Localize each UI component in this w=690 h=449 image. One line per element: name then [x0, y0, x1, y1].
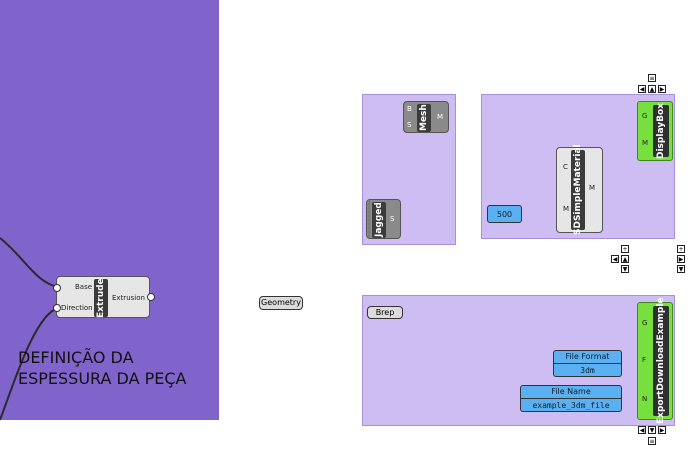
export-right-icon[interactable]: ▶ [658, 426, 666, 434]
extrude-output-extrusion: Extrusion [112, 294, 145, 302]
mesh-input-s: S [407, 121, 412, 129]
group-title-line1: DEFINIÇÃO DA [18, 348, 134, 367]
displaybox-up-icon[interactable]: ▲ [648, 85, 656, 93]
extrude-output-plug[interactable] [147, 293, 155, 301]
displaybox-left-icon[interactable]: ◀ [638, 85, 646, 93]
brep-param[interactable]: Brep [367, 306, 403, 319]
export-down-icon[interactable]: ▼ [648, 426, 656, 434]
geometry-param[interactable]: Geometry [259, 296, 303, 310]
wire-to-extrude-base [0, 237, 59, 288]
material-input-m: M [563, 205, 570, 213]
move-right-icon[interactable]: ▶ [677, 255, 685, 263]
mesh-output-m: M [437, 113, 444, 121]
group-title-line2: ESPESSURA DA PEÇA [18, 369, 187, 388]
extrude-direction-plug[interactable] [53, 304, 61, 312]
sdsimplematerial-component[interactable]: C M SDSimpleMaterial M [556, 144, 603, 236]
export-input-n: N [642, 395, 648, 403]
extrude-component[interactable]: Base Direction Extrude Extrusion [56, 276, 150, 318]
extrude-input-direction: Direction [61, 304, 93, 312]
extrude-base-plug[interactable] [53, 284, 61, 292]
displaybox-title: DisplayBox [653, 103, 669, 159]
displaybox-input-g: G [642, 112, 648, 120]
displaybox-right-icon[interactable]: ▶ [658, 85, 666, 93]
mesh-title: Mesh [417, 104, 431, 132]
displaybox-menu-icon[interactable]: ≡ [648, 74, 656, 82]
wire-to-extrude-direction [0, 307, 59, 421]
material-output-m: M [589, 184, 596, 192]
slider-500[interactable]: 500 [487, 205, 522, 223]
export-group[interactable] [362, 295, 675, 426]
file-format-value[interactable]: 3dm [580, 366, 595, 375]
export-left-icon[interactable]: ◀ [638, 426, 646, 434]
material-input-c: C [563, 163, 568, 171]
export-menu-icon[interactable]: ≡ [648, 437, 656, 445]
extrude-input-base: Base [75, 283, 93, 291]
file-format-panel[interactable]: File Format 3dm [553, 350, 622, 377]
displaybox-input-m: M [642, 139, 649, 147]
dark-group-espessura[interactable] [0, 0, 219, 420]
mesh-component[interactable]: B S Mesh M [403, 101, 449, 133]
export-input-f: F [642, 356, 647, 364]
export-input-g: G [642, 319, 648, 327]
add-input-icon[interactable]: + [621, 245, 629, 253]
add-input-icon-right[interactable]: + [677, 245, 685, 253]
file-format-header: File Format [554, 351, 621, 364]
file-name-panel[interactable]: File Name example_3dm_file [520, 385, 622, 412]
jagged-title: Jagged [372, 202, 386, 238]
jagged-output-s: S [390, 215, 395, 223]
sdsimplematerial-title: SDSimpleMaterial [571, 144, 585, 236]
mesh-input-b: B [407, 105, 412, 113]
move-down-icon[interactable]: ▼ [621, 265, 629, 273]
exportdownload-component[interactable]: G F N ExportDownloadExample [637, 298, 673, 424]
move-up-icon[interactable]: ▲ [621, 255, 629, 263]
file-name-header: File Name [521, 386, 621, 399]
displaybox-component[interactable]: G M DisplayBox [637, 101, 673, 161]
jagged-component[interactable]: Jagged S [366, 199, 401, 239]
exportdownload-title: ExportDownloadExample [653, 298, 669, 424]
jagged-zigzag-edge [367, 200, 370, 238]
remove-input-icon-right[interactable]: ▼ [677, 265, 685, 273]
file-name-value[interactable]: example_3dm_file [532, 401, 610, 410]
extrude-title: Extrude [94, 278, 108, 318]
move-left-icon[interactable]: ◀ [611, 255, 619, 263]
